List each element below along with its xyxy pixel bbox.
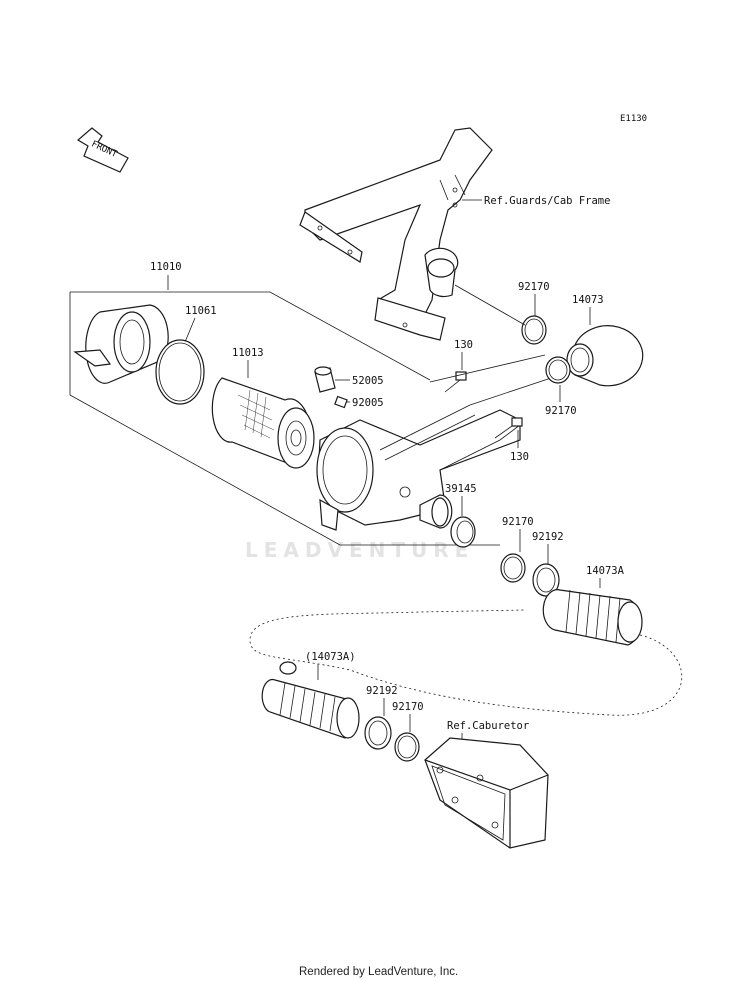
label-92170-c: 92170 [502, 516, 534, 528]
duct-14073 [566, 325, 644, 387]
label-14073A-paren: (14073A) [305, 651, 356, 663]
label-11061: 11061 [185, 305, 217, 317]
diagram-code: E1130 [620, 114, 647, 124]
ring-92192-a [532, 563, 560, 597]
cab-frame [299, 127, 493, 341]
label-ref-guards: Ref.Guards/Cab Frame [484, 195, 610, 207]
label-92170-a: 92170 [518, 281, 550, 293]
air-filter-element [211, 377, 315, 469]
clamp-92170-b [545, 356, 571, 384]
o-ring-11061 [155, 339, 205, 405]
bellows-14073A [542, 589, 643, 646]
label-52005: 52005 [352, 375, 384, 387]
air-cleaner-case [316, 404, 521, 531]
label-130-right: 130 [510, 451, 529, 463]
clamp-92005 [334, 395, 348, 409]
watermark: LEADVENTURE [245, 538, 474, 562]
label-92192-b: 92192 [366, 685, 398, 697]
ring-92192-b [364, 716, 392, 750]
label-14073A: 14073A [586, 565, 625, 577]
valve-52005 [314, 366, 336, 393]
clamp-92170-a [521, 315, 547, 345]
bolt-130-upper [444, 371, 467, 393]
bolt-130-right [494, 417, 523, 439]
label-92005: 92005 [352, 397, 384, 409]
label-92192-a: 92192 [532, 531, 564, 543]
footer-text: Rendered by LeadVenture, Inc. [299, 966, 458, 978]
label-14073: 14073 [572, 294, 604, 306]
label-ref-carb: Ref.Caburetor [447, 720, 529, 732]
label-11013: 11013 [232, 347, 264, 359]
label-11010: 11010 [150, 261, 182, 273]
clamp-92170-c [500, 553, 526, 583]
front-arrow-icon: FRONT [76, 127, 129, 173]
air-cleaner-cover [73, 304, 169, 384]
label-92170-d: 92170 [392, 701, 424, 713]
label-39145: 39145 [445, 483, 477, 495]
seal-39145 [450, 516, 476, 548]
clamp-92170-d [394, 732, 420, 762]
label-130-upper: 130 [454, 339, 473, 351]
bellows-14073A-lower [261, 661, 360, 739]
label-92170-b: 92170 [545, 405, 577, 417]
carburetor-box [424, 737, 549, 849]
